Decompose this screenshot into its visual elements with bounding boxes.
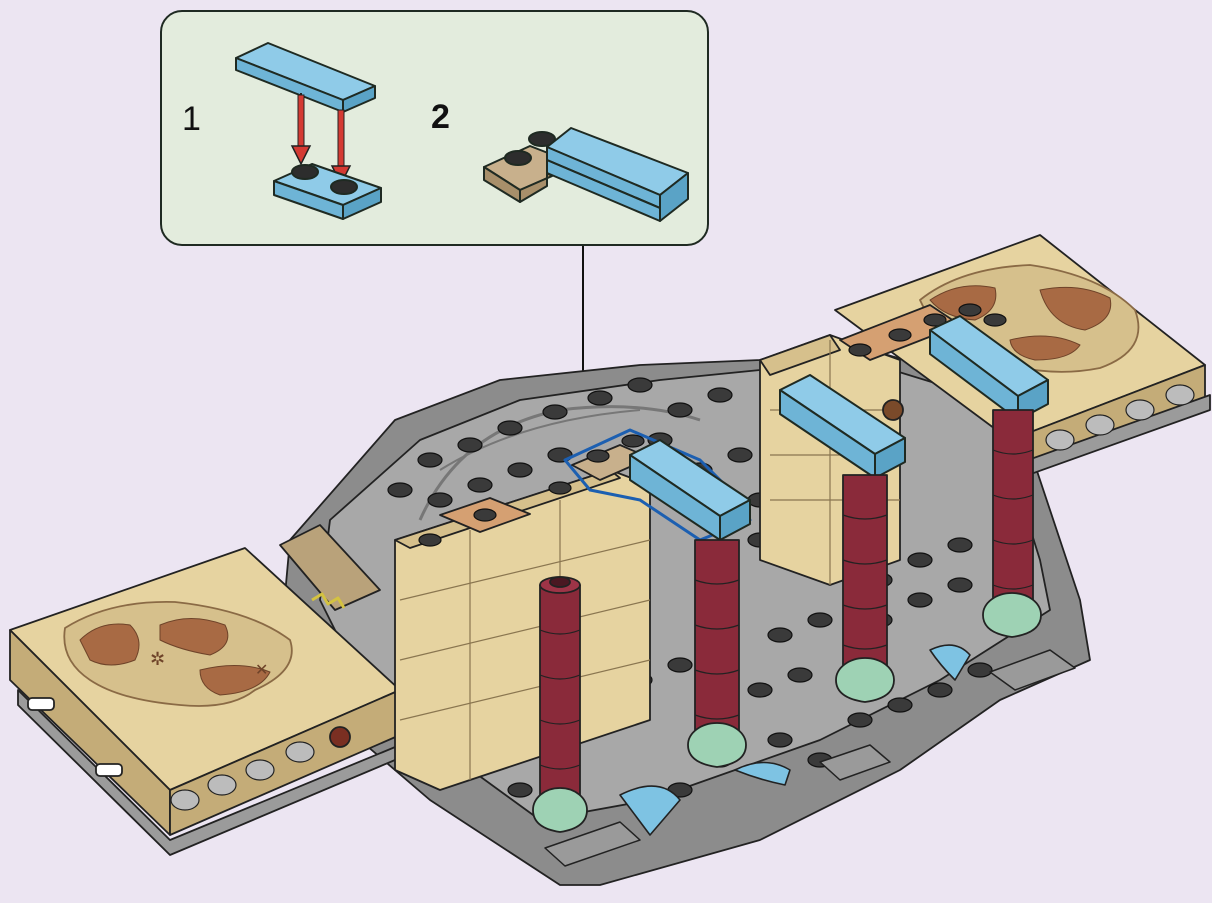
svg-text:✕: ✕ — [255, 660, 268, 679]
corner-plate-assembly-icon — [483, 127, 689, 222]
svg-text:✲: ✲ — [150, 649, 165, 670]
sub-assembly-callout — [160, 10, 709, 246]
step-number-1: 1 — [182, 100, 201, 138]
step-number-2: 2 — [431, 98, 450, 136]
blue-plate-icon — [273, 163, 382, 220]
temple-base-model: ✲ ✕ — [9, 234, 1211, 886]
blue-tile-icon — [235, 42, 376, 113]
